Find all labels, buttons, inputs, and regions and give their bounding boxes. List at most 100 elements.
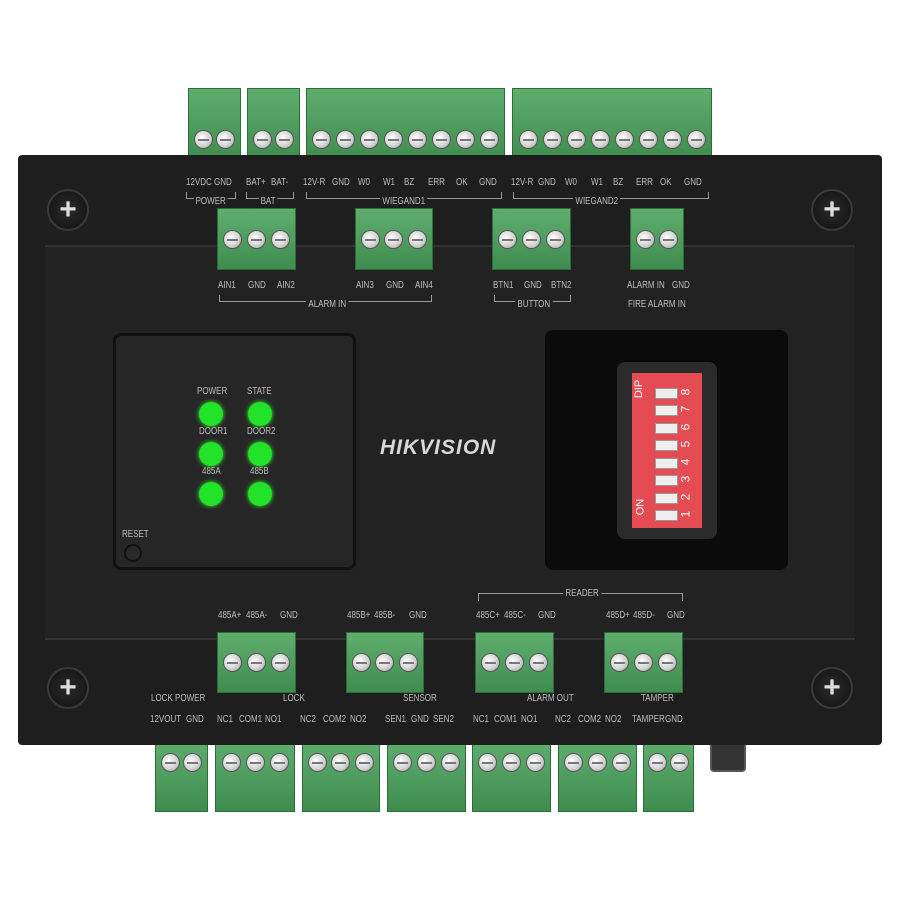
terminal-wiegand2[interactable] [512,88,712,160]
port-label: NO2 [350,714,367,725]
terminal-screw-icon[interactable] [183,753,203,772]
terminal-bat[interactable] [247,88,300,160]
terminal-485a[interactable] [217,632,296,693]
terminal-screw-icon[interactable] [375,653,395,672]
terminal-screw-icon[interactable] [393,753,413,772]
terminal-screw-icon[interactable] [270,229,290,249]
terminal-screw-icon[interactable] [308,753,328,772]
terminal-screw-icon[interactable] [270,653,290,672]
port-label: NC1 [473,714,490,725]
terminal-screw-icon[interactable] [361,229,381,249]
terminal-screw-icon[interactable] [657,653,677,672]
terminal-screw-icon[interactable] [611,753,631,772]
terminal-screw-icon[interactable] [398,653,418,672]
terminal-screw-icon[interactable] [587,753,607,772]
terminal-screw-icon[interactable] [614,130,634,149]
terminal-screw-icon[interactable] [336,130,356,149]
terminal-screw-icon[interactable] [686,130,706,149]
terminal-screw-icon[interactable] [638,130,658,149]
terminal-screw-icon[interactable] [160,753,180,772]
terminal-screw-icon[interactable] [566,130,586,149]
port-label: NO1 [265,714,282,725]
dip-number: 4 [678,458,693,465]
terminal-screw-icon[interactable] [498,229,518,249]
terminal-screw-icon[interactable] [407,130,427,149]
terminal-screw-icon[interactable] [193,130,213,149]
terminal-wiegand1[interactable] [306,88,505,160]
terminal-screw-icon[interactable] [481,653,501,672]
terminal-screw-icon[interactable] [564,753,584,772]
terminal-screw-icon[interactable] [275,130,295,149]
terminal-screw-icon[interactable] [545,229,565,249]
dip-switch-6[interactable] [655,422,678,434]
terminal-screw-icon[interactable] [504,653,524,672]
terminal-screw-icon[interactable] [669,753,689,772]
dip-switch-3[interactable] [655,475,678,486]
terminal-power[interactable] [188,88,241,160]
tamper-switch[interactable] [710,742,746,772]
terminal-screw-icon[interactable] [223,229,243,249]
terminal-screw-icon[interactable] [352,653,372,672]
dip-switch-1[interactable] [655,510,678,521]
terminal-fire-alarm[interactable] [630,208,684,270]
terminal-screw-icon[interactable] [659,229,678,249]
terminal-485c[interactable] [475,632,554,693]
terminal-tamper[interactable] [643,740,694,812]
terminal-screw-icon[interactable] [648,753,668,772]
terminal-screw-icon[interactable] [416,753,436,772]
terminal-screw-icon[interactable] [501,753,521,772]
terminal-screw-icon[interactable] [455,130,475,149]
terminal-screw-icon[interactable] [245,753,265,772]
terminal-screw-icon[interactable] [431,130,451,149]
terminal-485d[interactable] [604,632,683,693]
terminal-screw-icon[interactable] [528,653,548,672]
group-label: LOCK [283,693,305,704]
terminal-screw-icon[interactable] [590,130,610,149]
terminal-alarm-out1[interactable] [472,740,551,812]
terminal-screw-icon[interactable] [479,130,499,149]
terminal-alarm-out2[interactable] [558,740,637,812]
port-label: NC1 [217,714,234,725]
terminal-screw-icon[interactable] [246,653,266,672]
terminal-screw-icon[interactable] [521,229,541,249]
terminal-lock1[interactable] [215,740,295,812]
terminal-screw-icon[interactable] [662,130,682,149]
terminal-screw-icon[interactable] [354,753,374,772]
terminal-screw-icon[interactable] [610,653,630,672]
terminal-screw-icon[interactable] [246,229,266,249]
terminal-screw-icon[interactable] [440,753,460,772]
terminal-lock2[interactable] [302,740,380,812]
dip-switch-8[interactable] [655,387,678,399]
dip-switch-2[interactable] [655,492,678,504]
terminal-screw-icon[interactable] [223,653,243,672]
port-label: COM2 [578,714,602,725]
led-label: 485B [250,466,269,477]
terminal-screw-icon[interactable] [384,229,404,249]
terminal-screw-icon[interactable] [407,229,427,249]
terminal-alarm-in-3-4[interactable] [355,208,433,270]
dip-switch-4[interactable] [655,457,678,469]
reset-button[interactable] [124,544,142,562]
terminal-screw-icon[interactable] [384,130,404,149]
terminal-screw-icon[interactable] [542,130,562,149]
terminal-screw-icon[interactable] [221,753,241,772]
terminal-screw-icon[interactable] [252,130,272,149]
terminal-screw-icon[interactable] [269,753,289,772]
terminal-screw-icon[interactable] [478,753,498,772]
terminal-485b[interactable] [346,632,424,693]
terminal-screw-icon[interactable] [518,130,538,149]
terminal-alarm-in-1-2[interactable] [217,208,296,270]
terminal-screw-icon[interactable] [636,229,655,249]
dip-switch-7[interactable] [655,405,678,416]
terminal-screw-icon[interactable] [525,753,545,772]
terminal-lock-power[interactable] [155,740,208,812]
terminal-sensor[interactable] [387,740,466,812]
terminal-button[interactable] [492,208,571,270]
terminal-screw-icon[interactable] [331,753,351,772]
terminal-screw-icon[interactable] [360,130,380,149]
terminal-screw-icon[interactable] [633,653,653,672]
terminal-screw-icon[interactable] [216,130,236,149]
terminal-screw-icon[interactable] [312,130,332,149]
dip-switch-5[interactable] [655,440,678,451]
